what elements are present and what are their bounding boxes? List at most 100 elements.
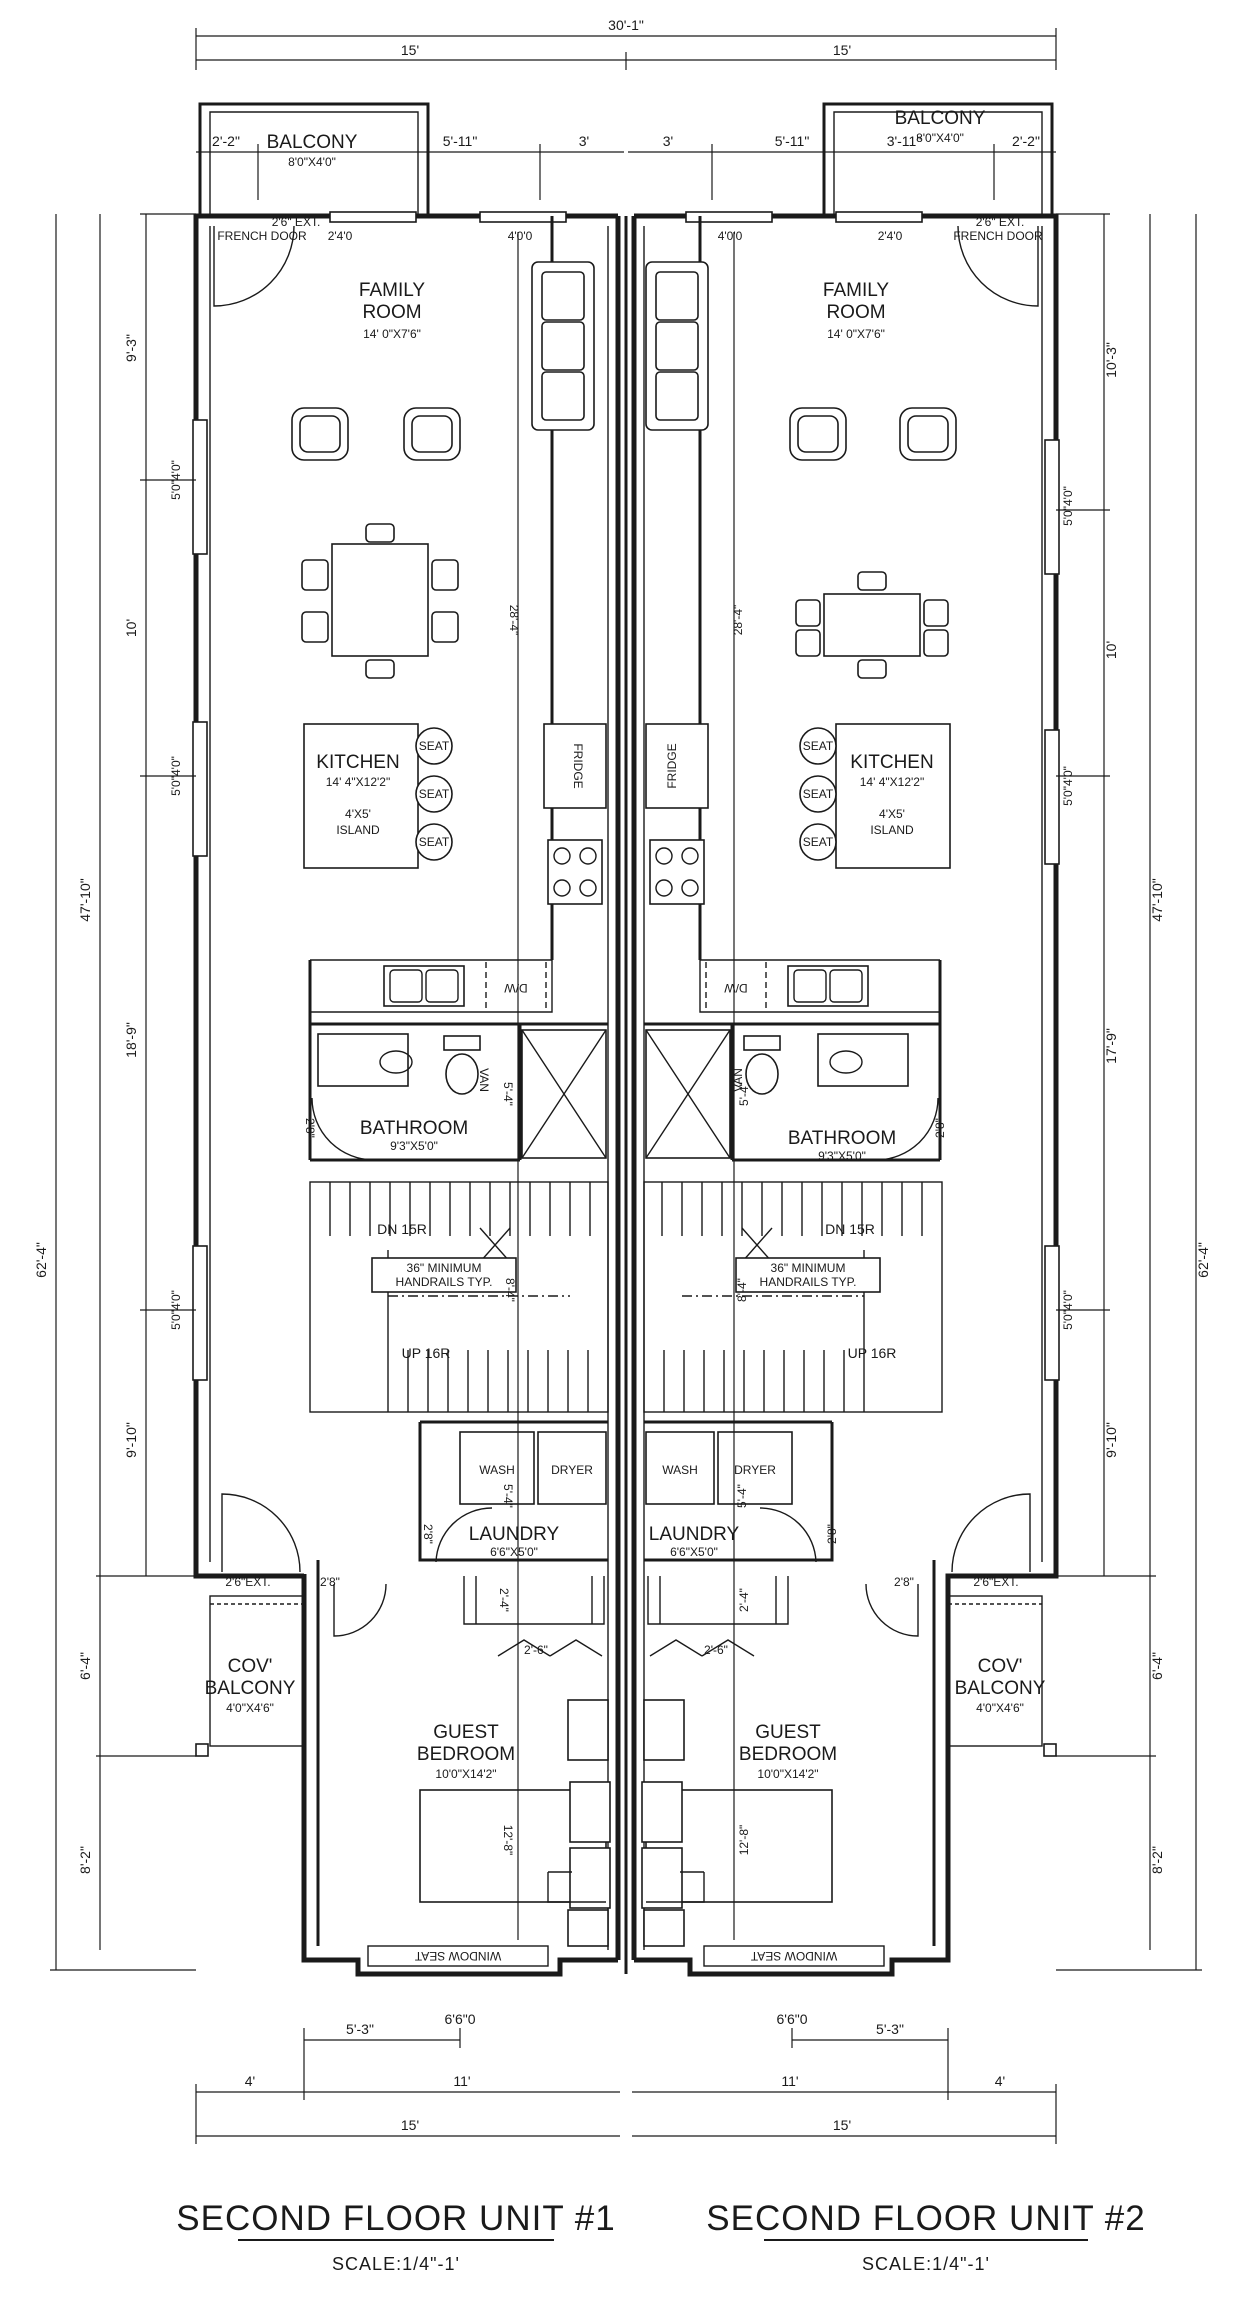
unit-1-stairs-dim: 8'-4" xyxy=(503,1278,517,1302)
unit-1-window-1: 2'4'0 xyxy=(328,229,353,243)
unit-1-dining-table xyxy=(301,523,459,679)
unit-2-top-dim-4: 2'-2" xyxy=(1012,133,1040,149)
unit-1-bath-door-dim: 2'8" xyxy=(303,1118,317,1138)
unit-2-guest-bedroom-size: 10'0"X14'2" xyxy=(757,1767,818,1781)
unit-2-balcony-name: BALCONY xyxy=(895,108,986,129)
unit-1-scale: SCALE:1/4"-1' xyxy=(332,2254,460,2274)
unit-1-cov-balcony-name-2: BALCONY xyxy=(205,1678,296,1699)
unit-1-ext-door-dim: 2'8" xyxy=(320,1575,340,1589)
unit-2-stairs-up: UP 16R xyxy=(848,1345,897,1361)
unit-1-interior-dim: 28'-4" xyxy=(507,605,521,636)
unit-2-dryer-label: DRYER xyxy=(734,1463,776,1477)
unit-2-side-dim-4: 5'0"4'0" xyxy=(1061,766,1075,806)
unit-2-sofa xyxy=(645,261,709,431)
unit-1-guest-bedroom-name-1: GUEST xyxy=(433,1722,499,1743)
unit-1-laundry: WASH DRYER LAUNDRY 6'6"X5'0" 2'8" 5'-4" xyxy=(418,1420,608,1563)
unit-2-side-dim-3: 10' xyxy=(1103,641,1119,659)
unit-2-fridge xyxy=(645,723,709,809)
unit-2-dishwasher-label: D/W xyxy=(724,981,748,995)
unit-2-family-room: FAMILY ROOM 14' 0"X7'6" xyxy=(645,261,957,679)
unit-1-sofa xyxy=(531,261,595,431)
unit-1-washer xyxy=(459,1431,535,1505)
unit-2-cov-balcony-size: 4'0"X4'6" xyxy=(976,1701,1024,1715)
unit-2-stairs-dim: 8'-4" xyxy=(735,1278,749,1302)
unit-2-seat-2: SEAT xyxy=(803,787,834,801)
unit-1-bottom-dim-5: 15' xyxy=(401,2117,419,2133)
unit-2-balcony: BALCONY 8'0"X4'0" xyxy=(822,102,1054,214)
unit-2-french-door-name: FRENCH DOOR xyxy=(953,229,1043,243)
unit-1-armchair-2 xyxy=(403,407,461,461)
unit-2-armchair-2 xyxy=(899,407,957,461)
unit-1-french-door-name: FRENCH DOOR xyxy=(217,229,307,243)
unit-2-window-seat: WINDOW SEAT xyxy=(750,1949,837,1963)
unit-2-scale: SCALE:1/4"-1' xyxy=(862,2254,990,2274)
unit-1-french-door: 2'6" EXT. FRENCH DOOR 2'4'0 4'0'0 xyxy=(213,215,533,307)
unit-2-side-dim-7: 9'-10" xyxy=(1103,1422,1119,1458)
unit-1-side-dim-3: 10' xyxy=(123,619,139,637)
unit-2-top-dim-2: 5'-11" xyxy=(775,133,810,149)
unit-1-kitchen: KITCHEN 14' 4"X12'2" 4'X5' ISLAND SEAT S… xyxy=(303,723,607,1013)
right-half-width-label: 15' xyxy=(833,42,851,58)
unit-1-side-dim-5: 18'-9" xyxy=(123,1022,139,1058)
unit-2-window-2: 2'4'0 xyxy=(878,229,903,243)
unit-1-bath-dim: 5'-4" xyxy=(501,1082,515,1106)
unit-2-seat-3: SEAT xyxy=(803,835,834,849)
unit-2-bottom-dim-4: 4' xyxy=(995,2073,1005,2089)
left-half-width-label: 15' xyxy=(401,42,419,58)
unit-2-ext-door: 2'6"EXT. xyxy=(973,1575,1018,1589)
unit-2-interior-dim: 28'-4" xyxy=(731,605,745,636)
unit-1-bed xyxy=(419,1781,611,1909)
unit-2-ext-door-dim: 2'8" xyxy=(894,1575,914,1589)
unit-1-side-dim-8: 6'-4" xyxy=(77,1652,93,1680)
unit-1-side-dim-6: 5'0"4'0" xyxy=(169,1290,183,1330)
unit-1-cov-balcony-name-1: COV' xyxy=(228,1656,273,1677)
unit-1-laundry-dim: 5'-4" xyxy=(501,1484,515,1508)
unit-1-fridge xyxy=(543,723,607,809)
unit-1-laundry-size: 6'6"X5'0" xyxy=(490,1545,538,1559)
unit-2-laundry-name: LAUNDRY xyxy=(649,1524,740,1545)
unit-1-fridge-label: FRIDGE xyxy=(571,743,585,788)
unit-2-side-dim-6: 5'0"4'0" xyxy=(1061,1290,1075,1330)
unit-1-bathroom: VAN BATHROOM 9'3"X5'0" 2'8" 5'-4" xyxy=(303,1029,607,1161)
unit-1-family-room: FAMILY ROOM 14' 0"X7'6" xyxy=(291,261,595,679)
unit-1-laundry-door-dim: 2'8" xyxy=(421,1524,435,1544)
unit-2-stairs: DN 15R 36" MINIMUM HANDRAILS TYP. UP 16R… xyxy=(643,1181,943,1413)
unit-1-side-dim-7: 9'-10" xyxy=(123,1422,139,1458)
unit-1-balcony-size: 8'0"X4'0" xyxy=(288,155,336,169)
unit-2-seat-1: SEAT xyxy=(803,739,834,753)
unit-1-seat-2: SEAT xyxy=(419,787,450,801)
unit-2-bottom-dim-1: 6'6"0 xyxy=(776,2011,807,2027)
unit-2-top-dim-3: 3'-11" xyxy=(887,133,922,149)
unit-2-total-dim-1: 47'-10" xyxy=(1149,878,1165,921)
unit-2-side-dim-9: 8'-2" xyxy=(1149,1846,1165,1874)
unit-2-family-room-size: 14' 0"X7'6" xyxy=(827,327,885,341)
unit-1-toilet xyxy=(443,1035,481,1095)
unit-2-bath-door-dim: 2'8" xyxy=(933,1118,947,1138)
unit-2-family-room-name-1: FAMILY xyxy=(823,280,889,301)
unit-2-stairs-down: DN 15R xyxy=(825,1221,875,1237)
unit-1-armchair-1 xyxy=(291,407,349,461)
unit-1-family-room-name-2: ROOM xyxy=(362,302,421,323)
unit-1-french-door-size: 2'6" EXT. xyxy=(272,215,321,229)
unit-1-plan: BALCONY 8'0"X4'0" 2'-2" 5'-11" 3' xyxy=(33,102,624,2144)
unit-2-cov-balcony-name-2: BALCONY xyxy=(955,1678,1046,1699)
unit-1-seat-1: SEAT xyxy=(419,739,450,753)
unit-1-covered-balcony: 2'6"EXT. 2'8" COV' BALCONY 4'0"X4'6" xyxy=(195,1493,340,1757)
unit-1-family-room-size: 14' 0"X7'6" xyxy=(363,327,421,341)
unit-2-vanity xyxy=(817,1033,909,1087)
unit-1-window-2: 4'0'0 xyxy=(508,229,533,243)
unit-2-kitchen: KITCHEN 14' 4"X12'2" 4'X5' ISLAND SEAT S… xyxy=(645,723,951,1013)
unit-2-cov-balcony-name-1: COV' xyxy=(978,1656,1023,1677)
unit-1-total-dim-1: 47'-10" xyxy=(77,878,93,921)
unit-2-side-dimensions: 10'-3" 5'0"4'0" 10' 5'0"4'0" 17'-9" 5'0"… xyxy=(1056,213,1211,1971)
unit-1-bottom-dim-3: 4' xyxy=(245,2073,255,2089)
unit-1-balcony-name: BALCONY xyxy=(267,132,358,153)
unit-1-side-dim-1: 9'-3" xyxy=(123,334,139,362)
unit-2-island-label: ISLAND xyxy=(870,823,914,837)
unit-2-armchair-1 xyxy=(789,407,847,461)
unit-2-guest-bedroom-name-2: BEDROOM xyxy=(739,1744,837,1765)
unit-2-covered-balcony: 2'6"EXT. 2'8" COV' BALCONY 4'0"X4'6" xyxy=(894,1493,1057,1757)
unit-1-closet-depth: 2'-4" xyxy=(497,1588,511,1612)
unit-2-bottom-dim-2: 5'-3" xyxy=(876,2021,904,2037)
unit-2-window-1: 4'0'0 xyxy=(718,229,743,243)
